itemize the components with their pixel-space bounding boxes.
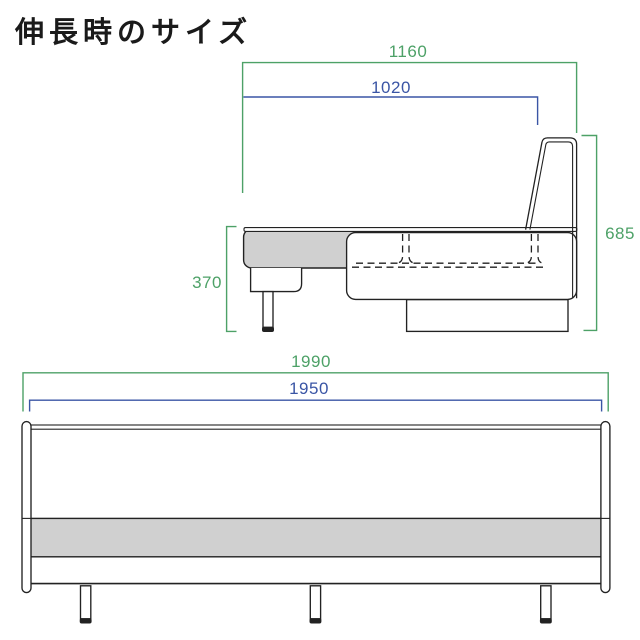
dimension-bracket-685 — [581, 134, 598, 332]
dimension-bracket-1950 — [28, 399, 603, 412]
seat-rail — [243, 227, 578, 232]
dim-label-side-inner-width: 1020 — [371, 78, 411, 97]
front-post-left — [21, 420, 32, 594]
front-leg-center — [309, 585, 322, 620]
hidden-cushion-dash-v2 — [408, 234, 417, 264]
front-leg-center-foot — [309, 618, 322, 624]
hidden-cushion-dash-v1 — [395, 234, 404, 264]
front-top-rail — [29, 424, 603, 430]
front-leg-left-foot — [79, 618, 92, 624]
front-leg-left — [79, 585, 92, 620]
mattress-band — [29, 517, 603, 558]
storage-box — [405, 298, 569, 333]
front-leg-right — [540, 585, 552, 620]
hidden-cushion-dash-v3 — [524, 234, 533, 264]
dimension-bracket-1160 — [241, 61, 578, 193]
front-leg-right-foot — [539, 618, 552, 624]
dim-label-side-outer-width: 1160 — [388, 42, 428, 61]
front-post-right — [600, 420, 611, 594]
dimension-bracket-370 — [225, 225, 237, 333]
backrest-panel-outer — [524, 137, 578, 299]
seat-subframe — [249, 268, 303, 293]
side-front-leg — [262, 290, 274, 329]
dim-label-side-seat-height: 370 — [192, 273, 222, 292]
dimension-bracket-1020 — [243, 96, 539, 125]
dimension-bracket-1990 — [22, 372, 609, 412]
page-title: 伸長時のサイズ — [15, 17, 253, 49]
dim-label-front-inner-width: 1950 — [289, 379, 329, 398]
hidden-cushion-dash-v4 — [537, 234, 545, 264]
dim-label-side-total-height: 685 — [605, 224, 635, 243]
bed-platform — [345, 231, 578, 301]
backrest-panel-inner — [529, 141, 574, 299]
side-front-leg-foot — [262, 326, 274, 332]
dim-label-front-outer-width: 1990 — [291, 352, 331, 371]
